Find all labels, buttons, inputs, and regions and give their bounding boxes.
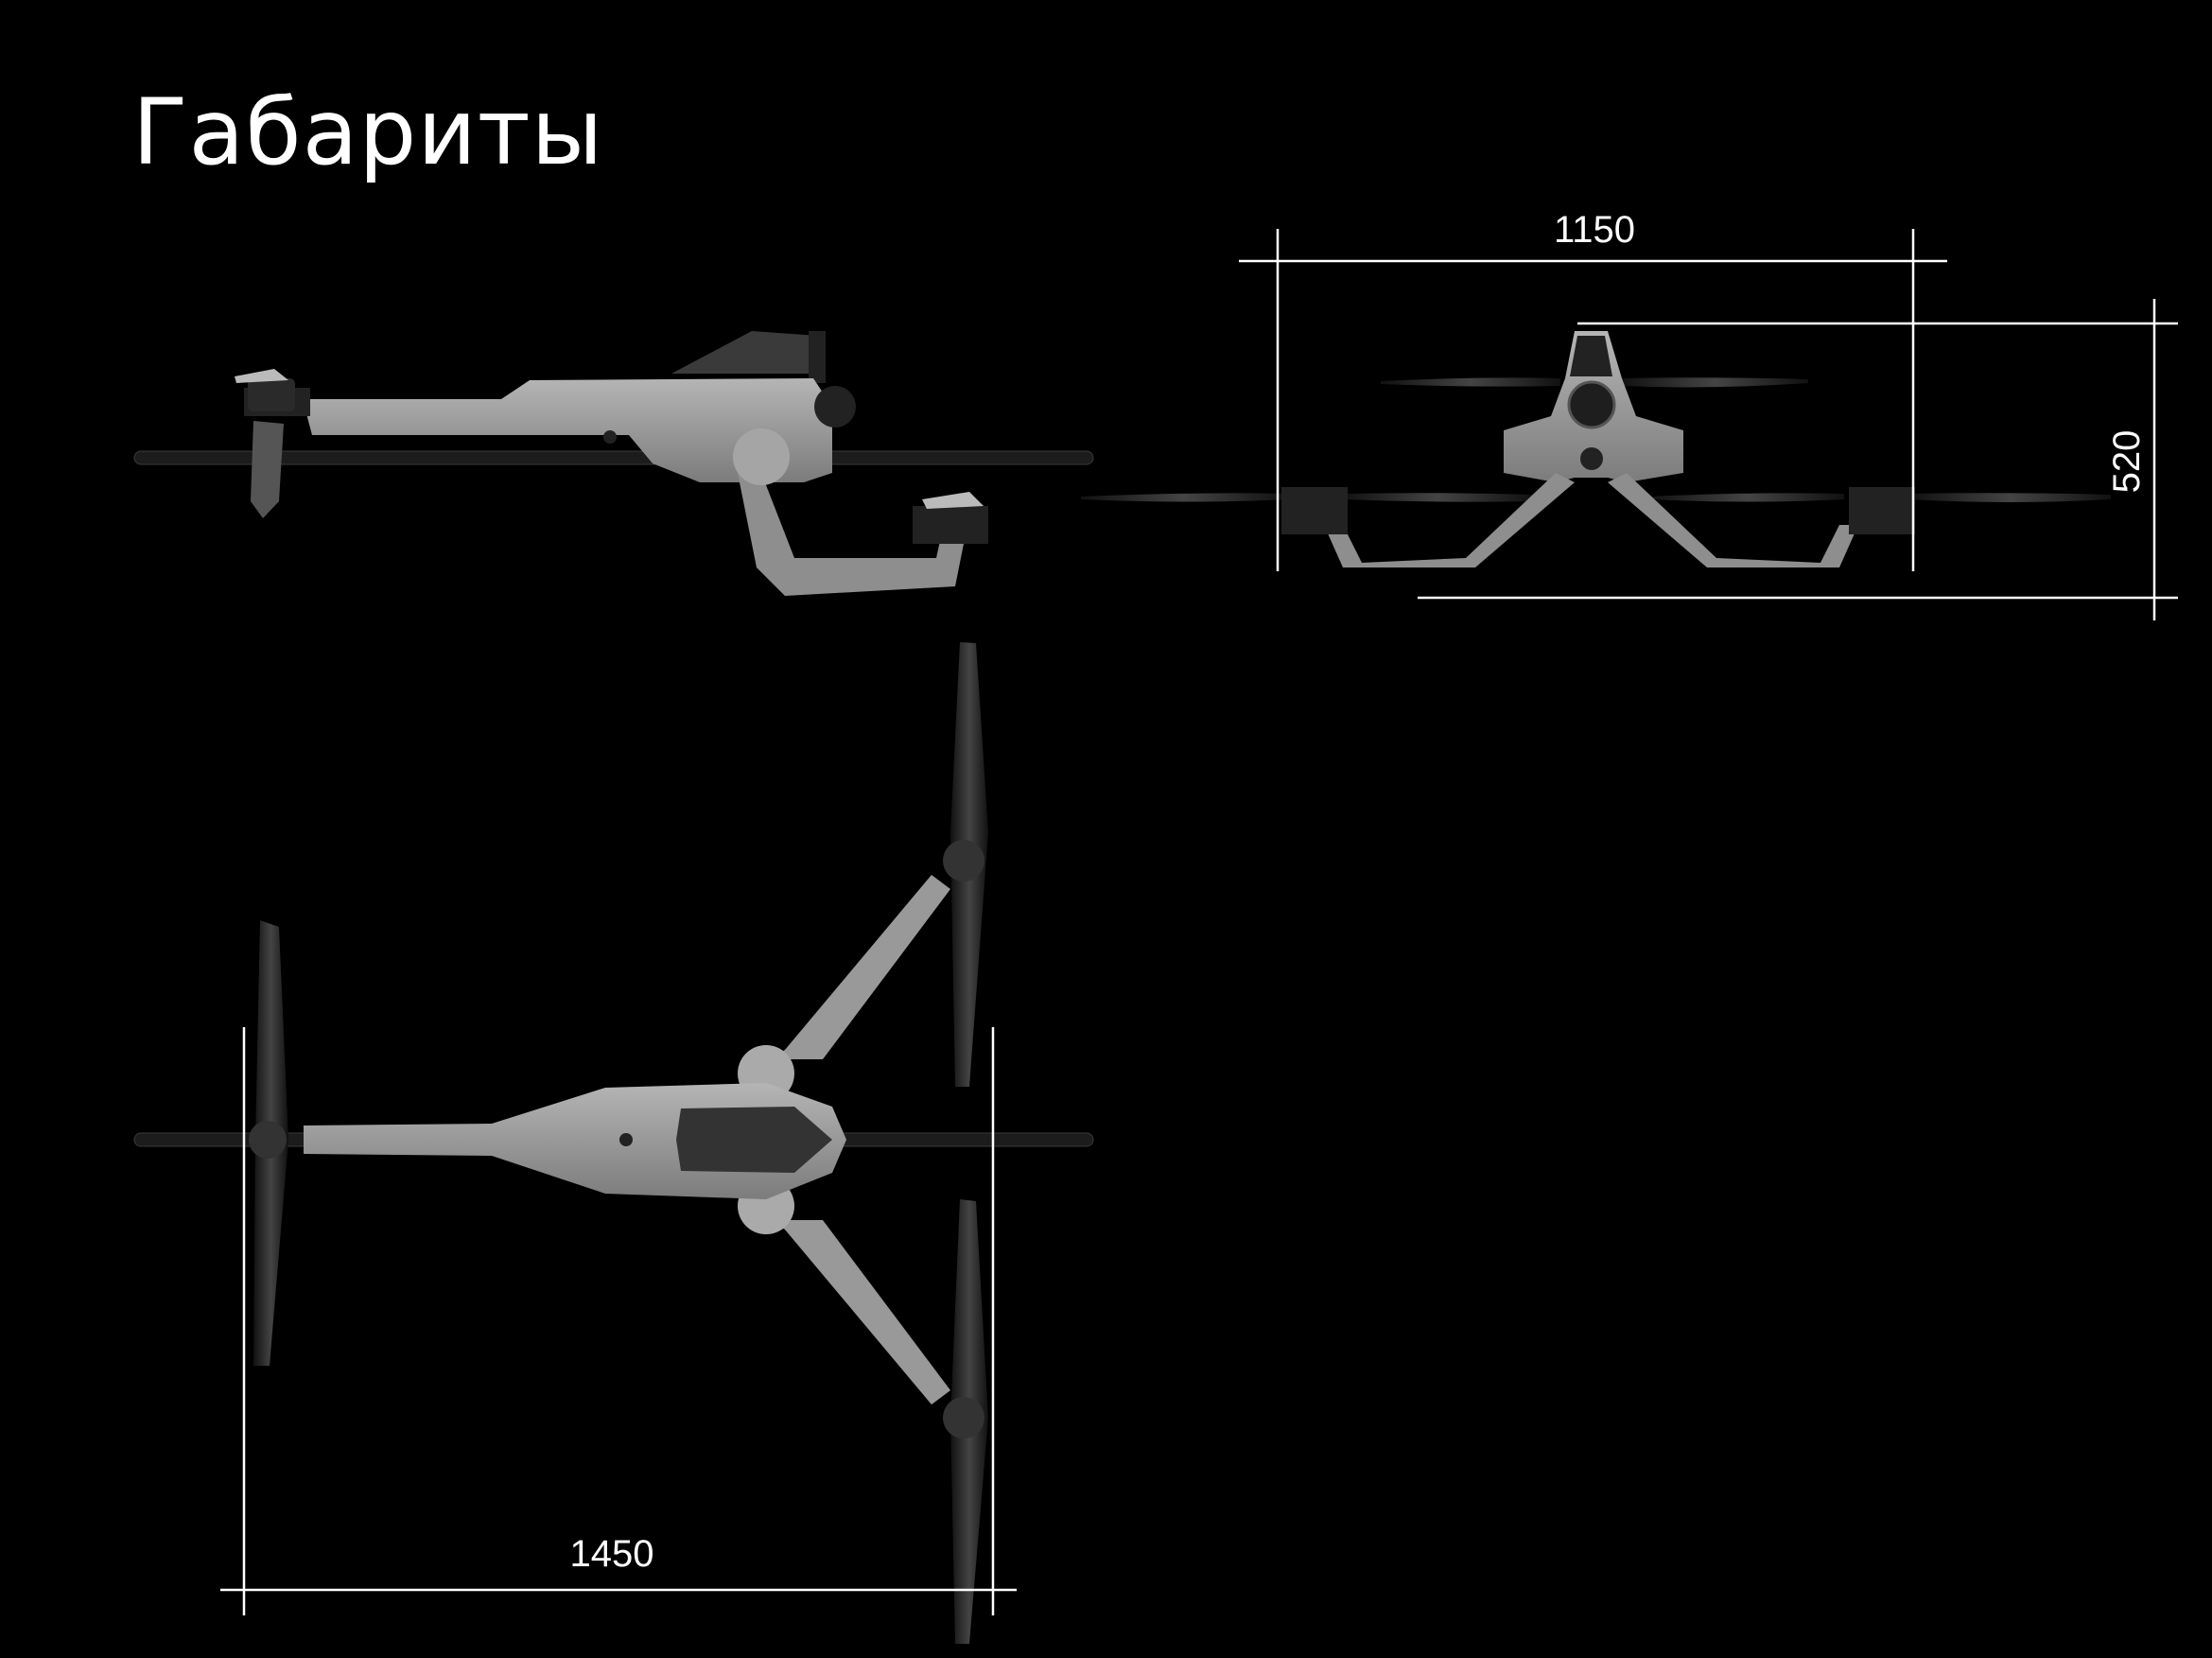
dimension-top-length: 1450 — [220, 1027, 1017, 1615]
dimension-label-1450: 1450 — [570, 1533, 654, 1575]
top-view-drone — [133, 642, 1094, 1644]
dimension-label-520: 520 — [2106, 430, 2148, 494]
dimension-front-width: 1150 — [1239, 209, 1947, 571]
dimension-label-1150: 1150 — [1554, 209, 1635, 251]
side-view-drone — [133, 331, 1094, 596]
front-view-drone — [1081, 331, 2111, 567]
dimension-front-height: 520 — [1418, 299, 2178, 620]
page-title: Габариты — [132, 79, 604, 185]
